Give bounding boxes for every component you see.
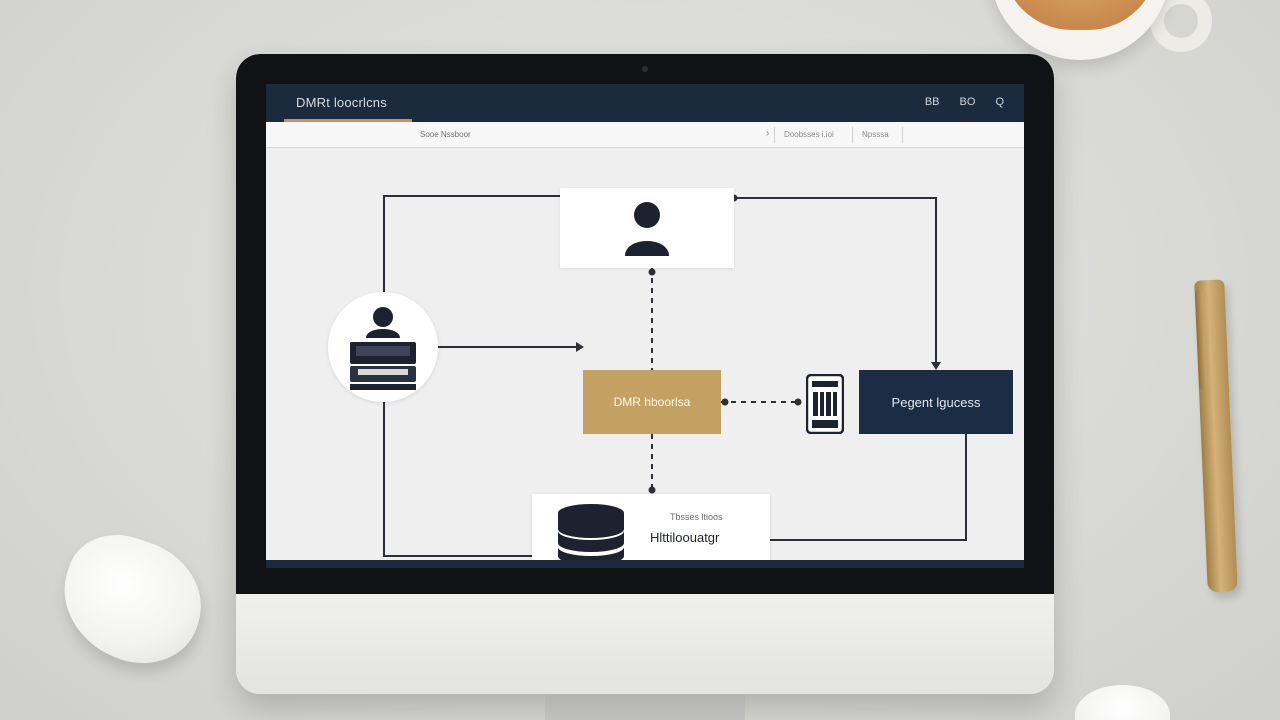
monitor-chin (236, 594, 1054, 694)
camera-icon (642, 66, 648, 72)
admin-computer-icon (350, 307, 416, 390)
toolbar-divider (902, 127, 903, 143)
arrowhead (576, 342, 584, 352)
screen-footer-strip (266, 560, 1024, 568)
database-icon (558, 504, 624, 565)
node-admin[interactable] (328, 292, 438, 402)
node-database[interactable]: Tbsses ltioos Hlttiloouatgr (532, 494, 770, 568)
toolbar-divider (774, 127, 775, 143)
connector-report-database (770, 434, 967, 541)
toolbar-divider (852, 127, 853, 143)
calculator-icon-graphic (805, 373, 845, 435)
diagram-connectors (383, 194, 967, 557)
active-tab-underline (284, 119, 412, 122)
database-label: Hlttiloouatgr (650, 530, 720, 545)
monitor: DMRt loocrlcns BB BO Q Sooe Nssboor › Do… (236, 54, 1054, 694)
chevron-right-icon[interactable]: › (766, 128, 770, 139)
screen: DMRt loocrlcns BB BO Q Sooe Nssboor › Do… (266, 84, 1024, 568)
calculator-icon[interactable] (805, 373, 845, 435)
connector-dot (648, 268, 656, 276)
window-controls: BB BO Q (925, 96, 1004, 108)
connector-user-report (734, 197, 937, 364)
node-center[interactable]: DMR hboorlsa (583, 370, 721, 434)
node-report[interactable]: Pegent lgucess (859, 370, 1013, 434)
connector-dot (648, 486, 656, 494)
app-titlebar: DMRt loocrlcns BB BO Q (266, 84, 1024, 122)
node-user[interactable] (560, 188, 734, 268)
app-title: DMRt loocrlcns (296, 95, 387, 110)
diagram-canvas: DMR hboorlsa Pegent lgucess (266, 148, 1024, 568)
toolbar: Sooe Nssboor › Doobsses i.ioi Npsssa (266, 122, 1024, 148)
report-node-label: Pegent lgucess (891, 394, 981, 410)
coffee-mug (990, 0, 1212, 70)
search-icon[interactable]: Q (995, 96, 1004, 108)
toolbar-field-1[interactable]: Doobsses i.ioi (784, 130, 834, 139)
monitor-bezel: DMRt loocrlcns BB BO Q Sooe Nssboor › Do… (236, 54, 1054, 594)
toolbar-label[interactable]: Sooe Nssboor (420, 130, 471, 139)
toolbar-field-2[interactable]: Npsssa (862, 130, 889, 139)
window-control-1[interactable]: BB (924, 96, 940, 108)
database-sub-label: Tbsses ltioos (670, 512, 723, 522)
arrowhead (931, 362, 941, 370)
connector-admin-database (383, 402, 532, 557)
connector-dot (794, 398, 802, 406)
user-icon (625, 202, 669, 256)
window-control-2[interactable]: BO (959, 96, 976, 108)
center-node-label: DMR hboorlsa (613, 395, 691, 409)
connector-user-admin (383, 195, 560, 292)
connector-dot (721, 398, 729, 406)
